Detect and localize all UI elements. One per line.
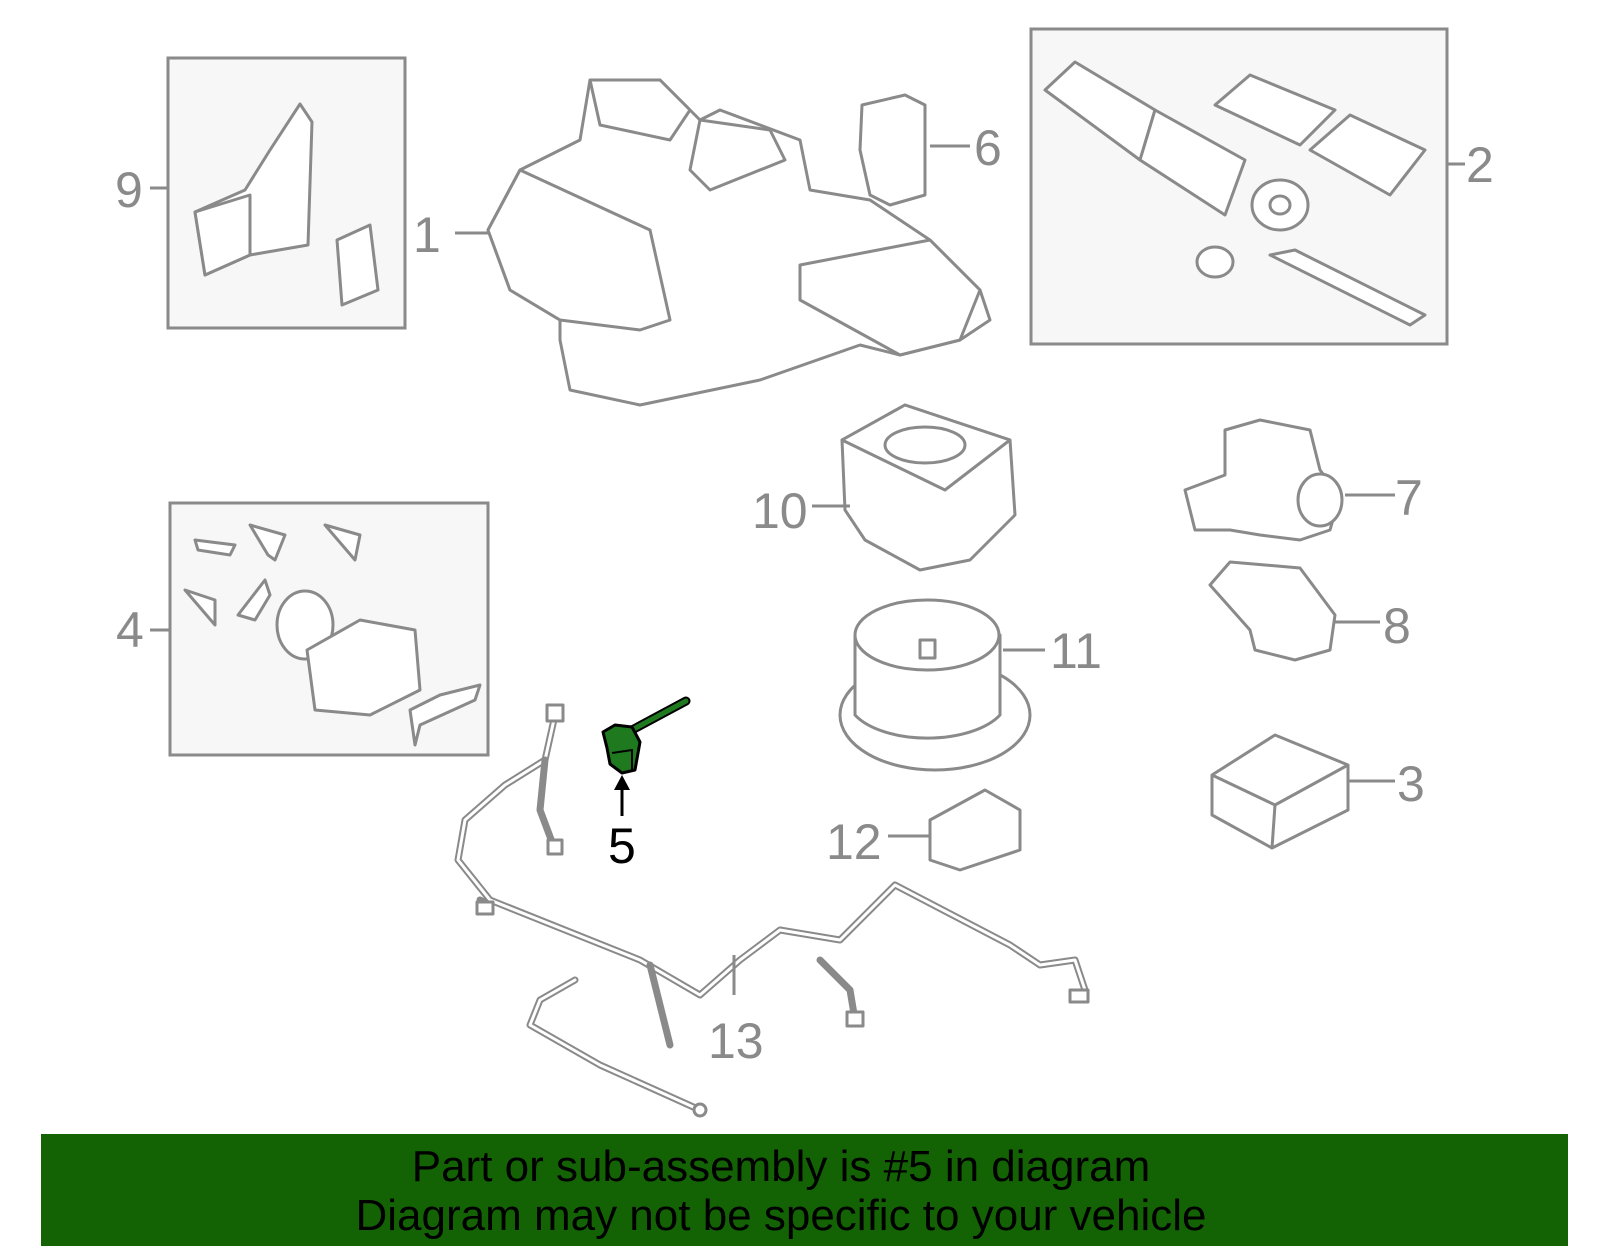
callout-5: 5	[608, 818, 636, 874]
callout-4: 4	[116, 602, 144, 658]
part-10-blower-housing[interactable]	[840, 403, 1017, 572]
callout-6: 6	[974, 120, 1002, 176]
part-11-blower-motor[interactable]	[838, 598, 1032, 772]
callout-7: 7	[1395, 470, 1423, 526]
leader-lines	[150, 144, 1465, 995]
part-5-sensor-highlighted[interactable]	[601, 696, 691, 775]
callout-13: 13	[708, 1013, 764, 1069]
banner-line-disclaimer: Diagram may not be specific to your vehi…	[355, 1191, 1207, 1240]
part-2-filter-kit[interactable]	[1043, 60, 1427, 327]
part-13-wiring-harness[interactable]	[454, 703, 1090, 1118]
callout-2: 2	[1466, 137, 1494, 193]
banner-line-part: Part or sub-assembly is #5 in diagram	[411, 1142, 1151, 1191]
part-8-cover[interactable]	[1208, 560, 1337, 662]
part-4-linkage-kit[interactable]	[183, 523, 482, 747]
part-7-actuator[interactable]	[1183, 418, 1344, 542]
callout-3: 3	[1397, 756, 1425, 812]
info-banner: Part or sub-assembly is #5 in diagram Di…	[41, 1134, 1568, 1246]
part-12-resistor[interactable]	[928, 788, 1022, 872]
callout-11: 11	[1050, 623, 1102, 679]
callout-1: 1	[413, 207, 441, 263]
callout-10: 10	[752, 483, 808, 539]
part-1-hvac-housing[interactable]	[486, 78, 992, 407]
callout-12: 12	[826, 814, 882, 870]
callout-8: 8	[1383, 598, 1411, 654]
callout-9: 9	[115, 162, 143, 218]
part-9-actuator-bracket[interactable]	[193, 102, 380, 307]
part-3-box[interactable]	[1210, 733, 1350, 850]
part-6-module[interactable]	[858, 93, 927, 207]
